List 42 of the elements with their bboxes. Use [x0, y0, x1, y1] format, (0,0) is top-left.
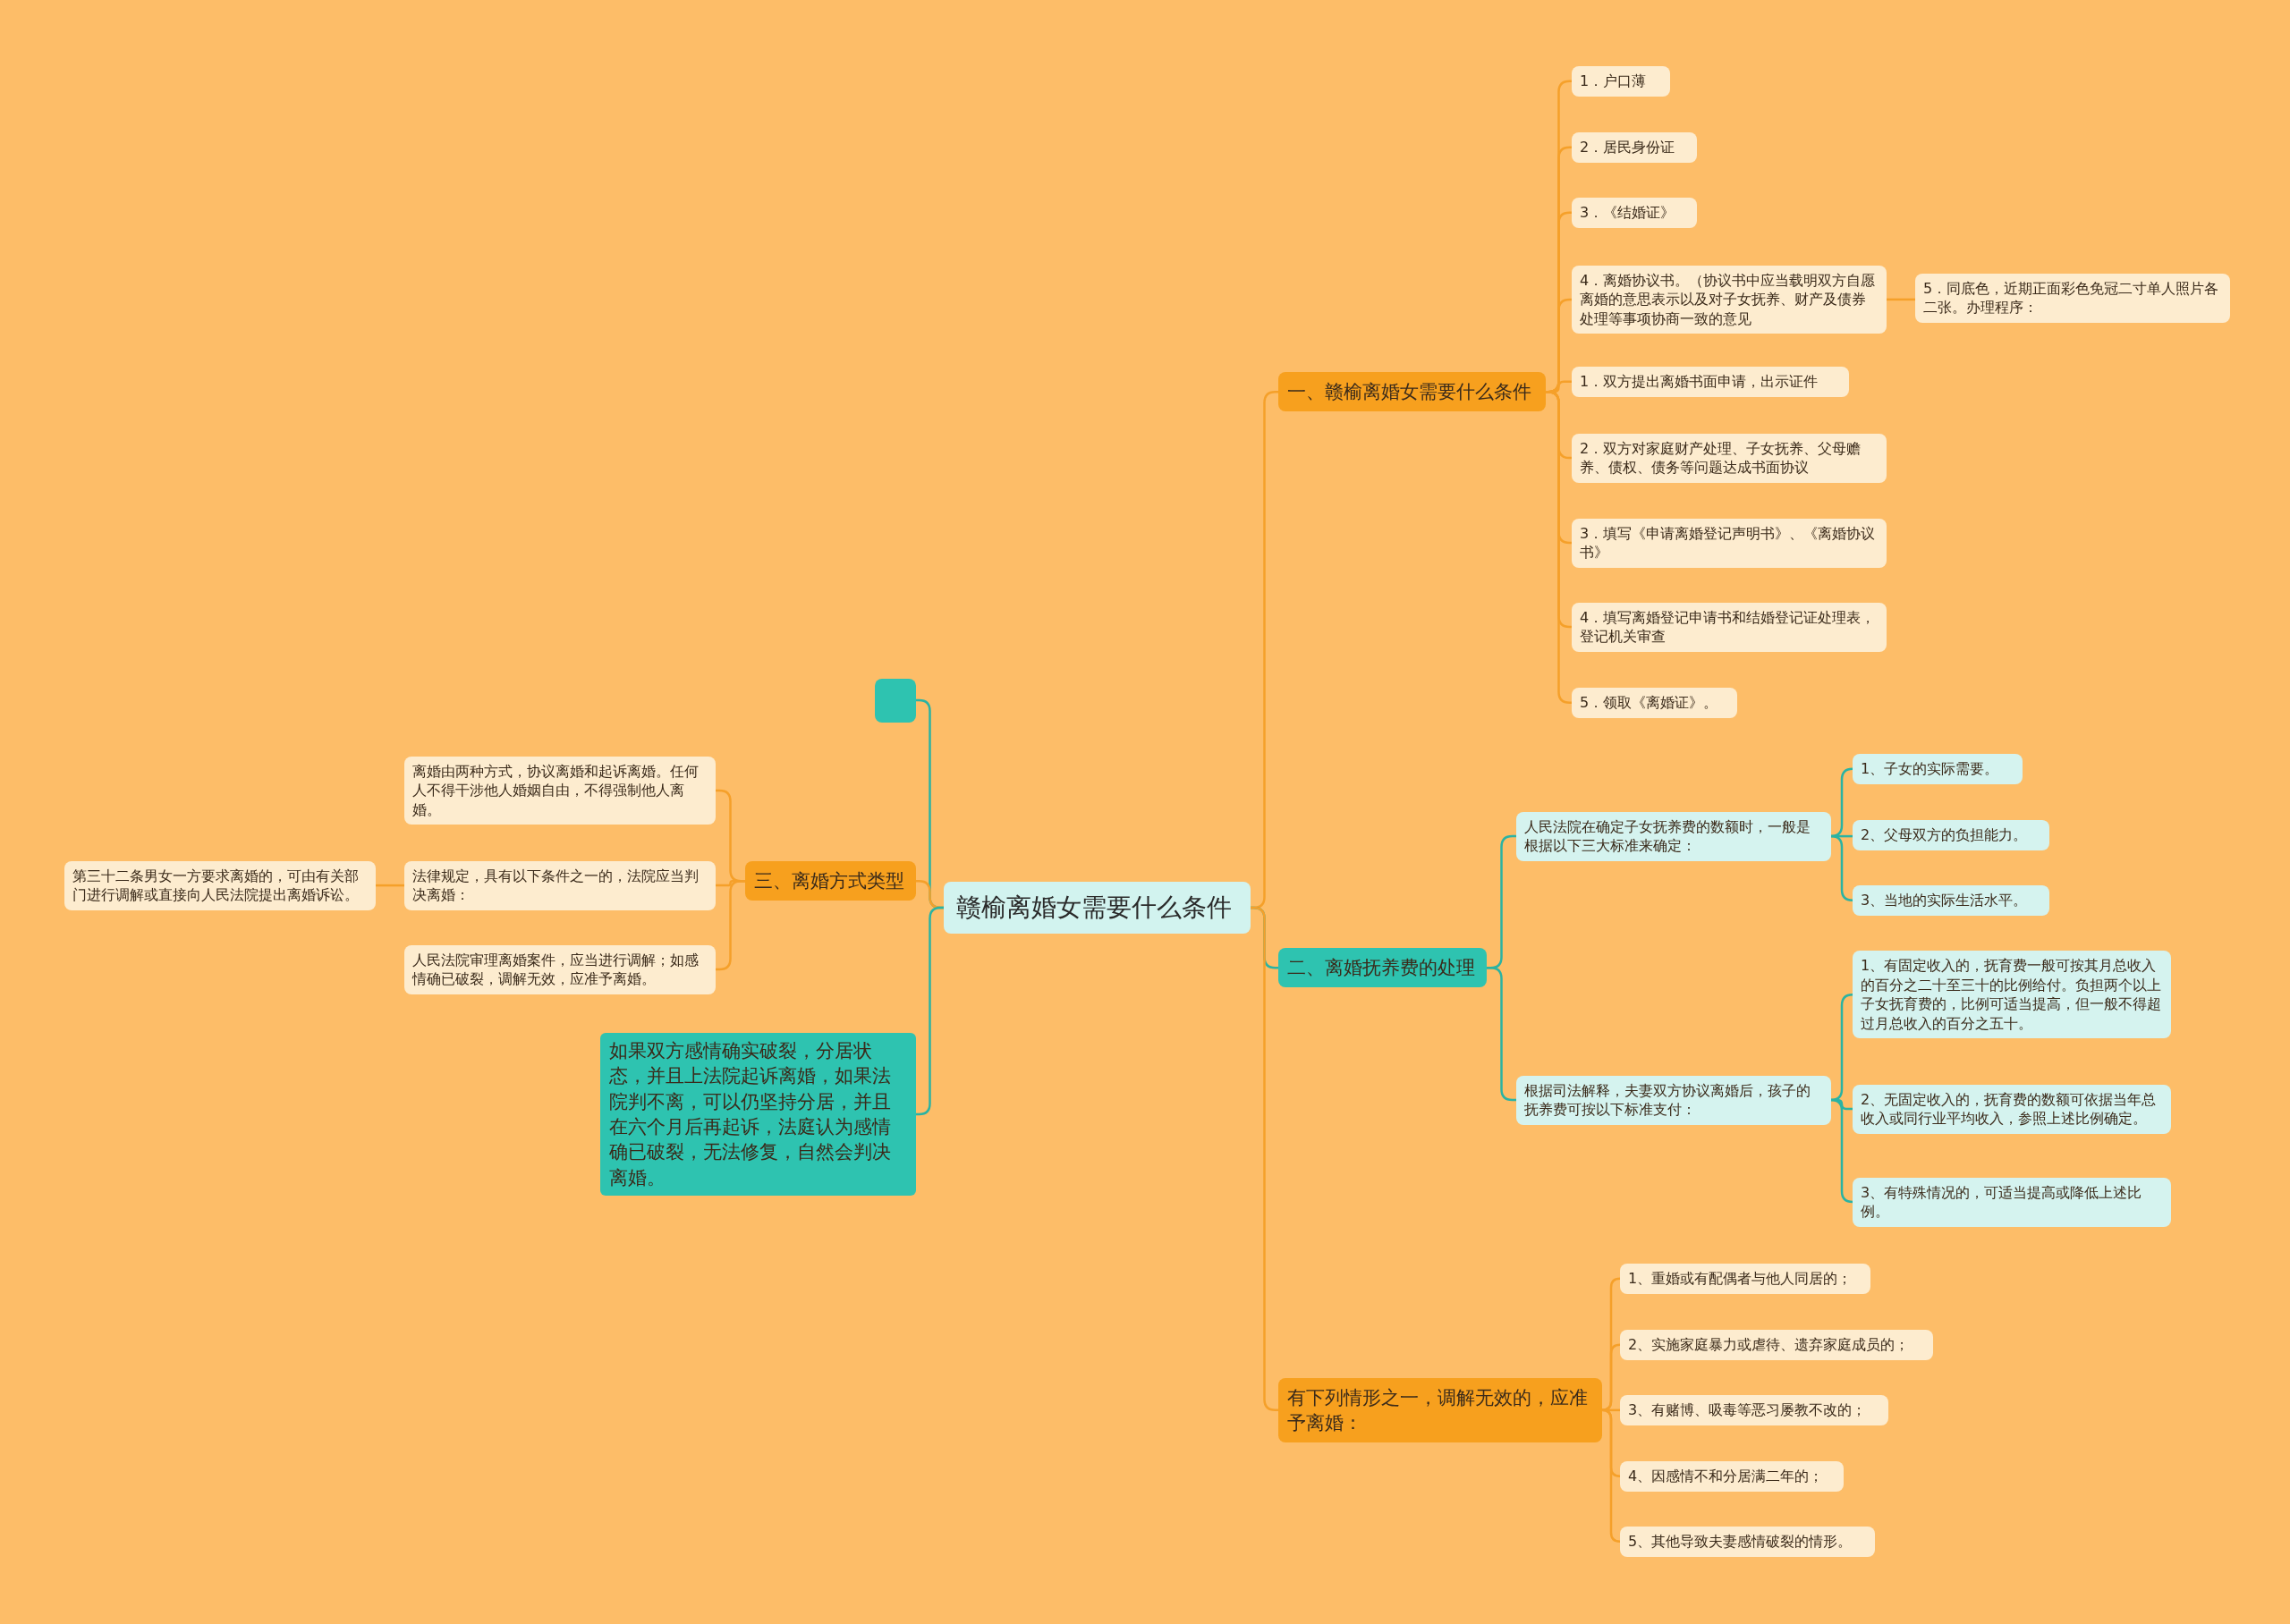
subtopic-box: 5、其他导致夫妻感情破裂的情形。: [1620, 1527, 1875, 1557]
subtopic-box: 法律规定，具有以下条件之一的，法院应当判决离婚：: [404, 860, 716, 910]
subtopic-box: 4．填写离婚登记申请书和结婚登记证处理表，登记机关审查: [1572, 602, 1887, 652]
connector-line: [1250, 906, 1279, 1412]
subtopic-box: 1、有固定收入的，抚育费一般可按其月总收入的百分之二十至三十的比例给付。负担两个以上子女抚育费的，比例可适当提高，但一般不得超过月总收入的百分之五十。: [1853, 951, 2171, 1039]
connector-line: [1829, 1098, 1854, 1204]
connector-line: [1829, 834, 1854, 902]
subtopic-box: 3、有赌博、吸毒等恶习屡教不改的；: [1620, 1395, 1888, 1425]
connector-line: [1600, 1408, 1622, 1544]
subtopic-box: 2．双方对家庭财产处理、子女抚养、父母赡养、债权、债务等问题达成书面协议: [1572, 433, 1887, 483]
empty-topic-box: [875, 678, 916, 723]
subtopic-box: 2．居民身份证: [1572, 132, 1697, 163]
subtopic-box: 3．《结婚证》: [1572, 198, 1697, 228]
connector-line: [376, 884, 404, 887]
connector-line: [716, 879, 745, 971]
branch-topic: 一、赣榆离婚女需要什么条件: [1278, 372, 1546, 412]
subtopic-box: 1、重婚或有配偶者与他人同居的；: [1620, 1264, 1870, 1294]
subtopic-box: 2、无固定收入的，抚育费的数额可依据当年总收入或同行业平均收入，参照上述比例确定。: [1853, 1084, 2171, 1134]
central-topic: 赣榆离婚女需要什么条件: [944, 882, 1251, 934]
subtopic-box: 1．户口薄: [1572, 66, 1670, 97]
subtopic-box: 人民法院审理离婚案件，应当进行调解；如感情确已破裂，调解无效，应准予离婚。: [404, 944, 716, 994]
subtopic-box: 2、实施家庭暴力或虐待、遗弃家庭成员的；: [1620, 1330, 1933, 1360]
subtopic-box: 5．领取《离婚证》。: [1572, 688, 1737, 718]
subtopic-box: 3、当地的实际生活水平。: [1853, 885, 2049, 916]
subtopic-box: 5．同底色，近期正面彩色免冠二寸单人照片各二张。办理程序：: [1915, 273, 2230, 323]
subtopic-box: 1．双方提出离婚书面申请，出示证件: [1572, 367, 1849, 397]
subtopic-box: 3、有特殊情况的，可适当提高或降低上述比例。: [1853, 1177, 2171, 1227]
connector-line: [1546, 390, 1572, 705]
topic-box: 如果双方感情确实破裂，分居状态，并且上法院起诉离婚，如果法院判不离，可以仍坚持分居，并且在六个月后再起诉，法庭认为感情确已破裂，无法修复，自然会判决离婚。: [600, 1033, 916, 1197]
subtopic-box: 人民法院在确定子女抚养费的数额时，一般是根据以下三大标准来确定：: [1516, 811, 1831, 861]
subtopic-box: 第三十二条男女一方要求离婚的，可由有关部门进行调解或直接向人民法院提出离婚诉讼。: [64, 860, 376, 910]
subtopic-box: 3．填写《申请离婚登记声明书》、《离婚协议书》: [1572, 518, 1887, 568]
subtopic-box: 4．离婚协议书。（协议书中应当载明双方自愿离婚的意思表示以及对子女抚养、财产及债券处理等事项协商一致的意见: [1572, 265, 1887, 334]
subtopic-box: 4、因感情不和分居满二年的；: [1620, 1461, 1844, 1492]
subtopic-box: 离婚由两种方式，协议离婚和起诉离婚。任何人不得干涉他人婚姻自由，不得强制他人离婚。: [404, 756, 716, 825]
branch-topic: 三、离婚方式类型: [745, 861, 916, 901]
subtopic-box: 根据司法解释，夫妻双方协议离婚后，孩子的抚养费可按以下标准支付：: [1516, 1075, 1831, 1125]
subtopic-box: 1、子女的实际需要。: [1853, 754, 2023, 784]
branch-topic: 有下列情形之一，调解无效的，应准予离婚：: [1278, 1377, 1602, 1443]
branch-topic: 二、离婚抚养费的处理: [1278, 948, 1487, 988]
connector-line: [1887, 298, 1915, 301]
subtopic-box: 2、父母双方的负担能力。: [1853, 820, 2049, 850]
